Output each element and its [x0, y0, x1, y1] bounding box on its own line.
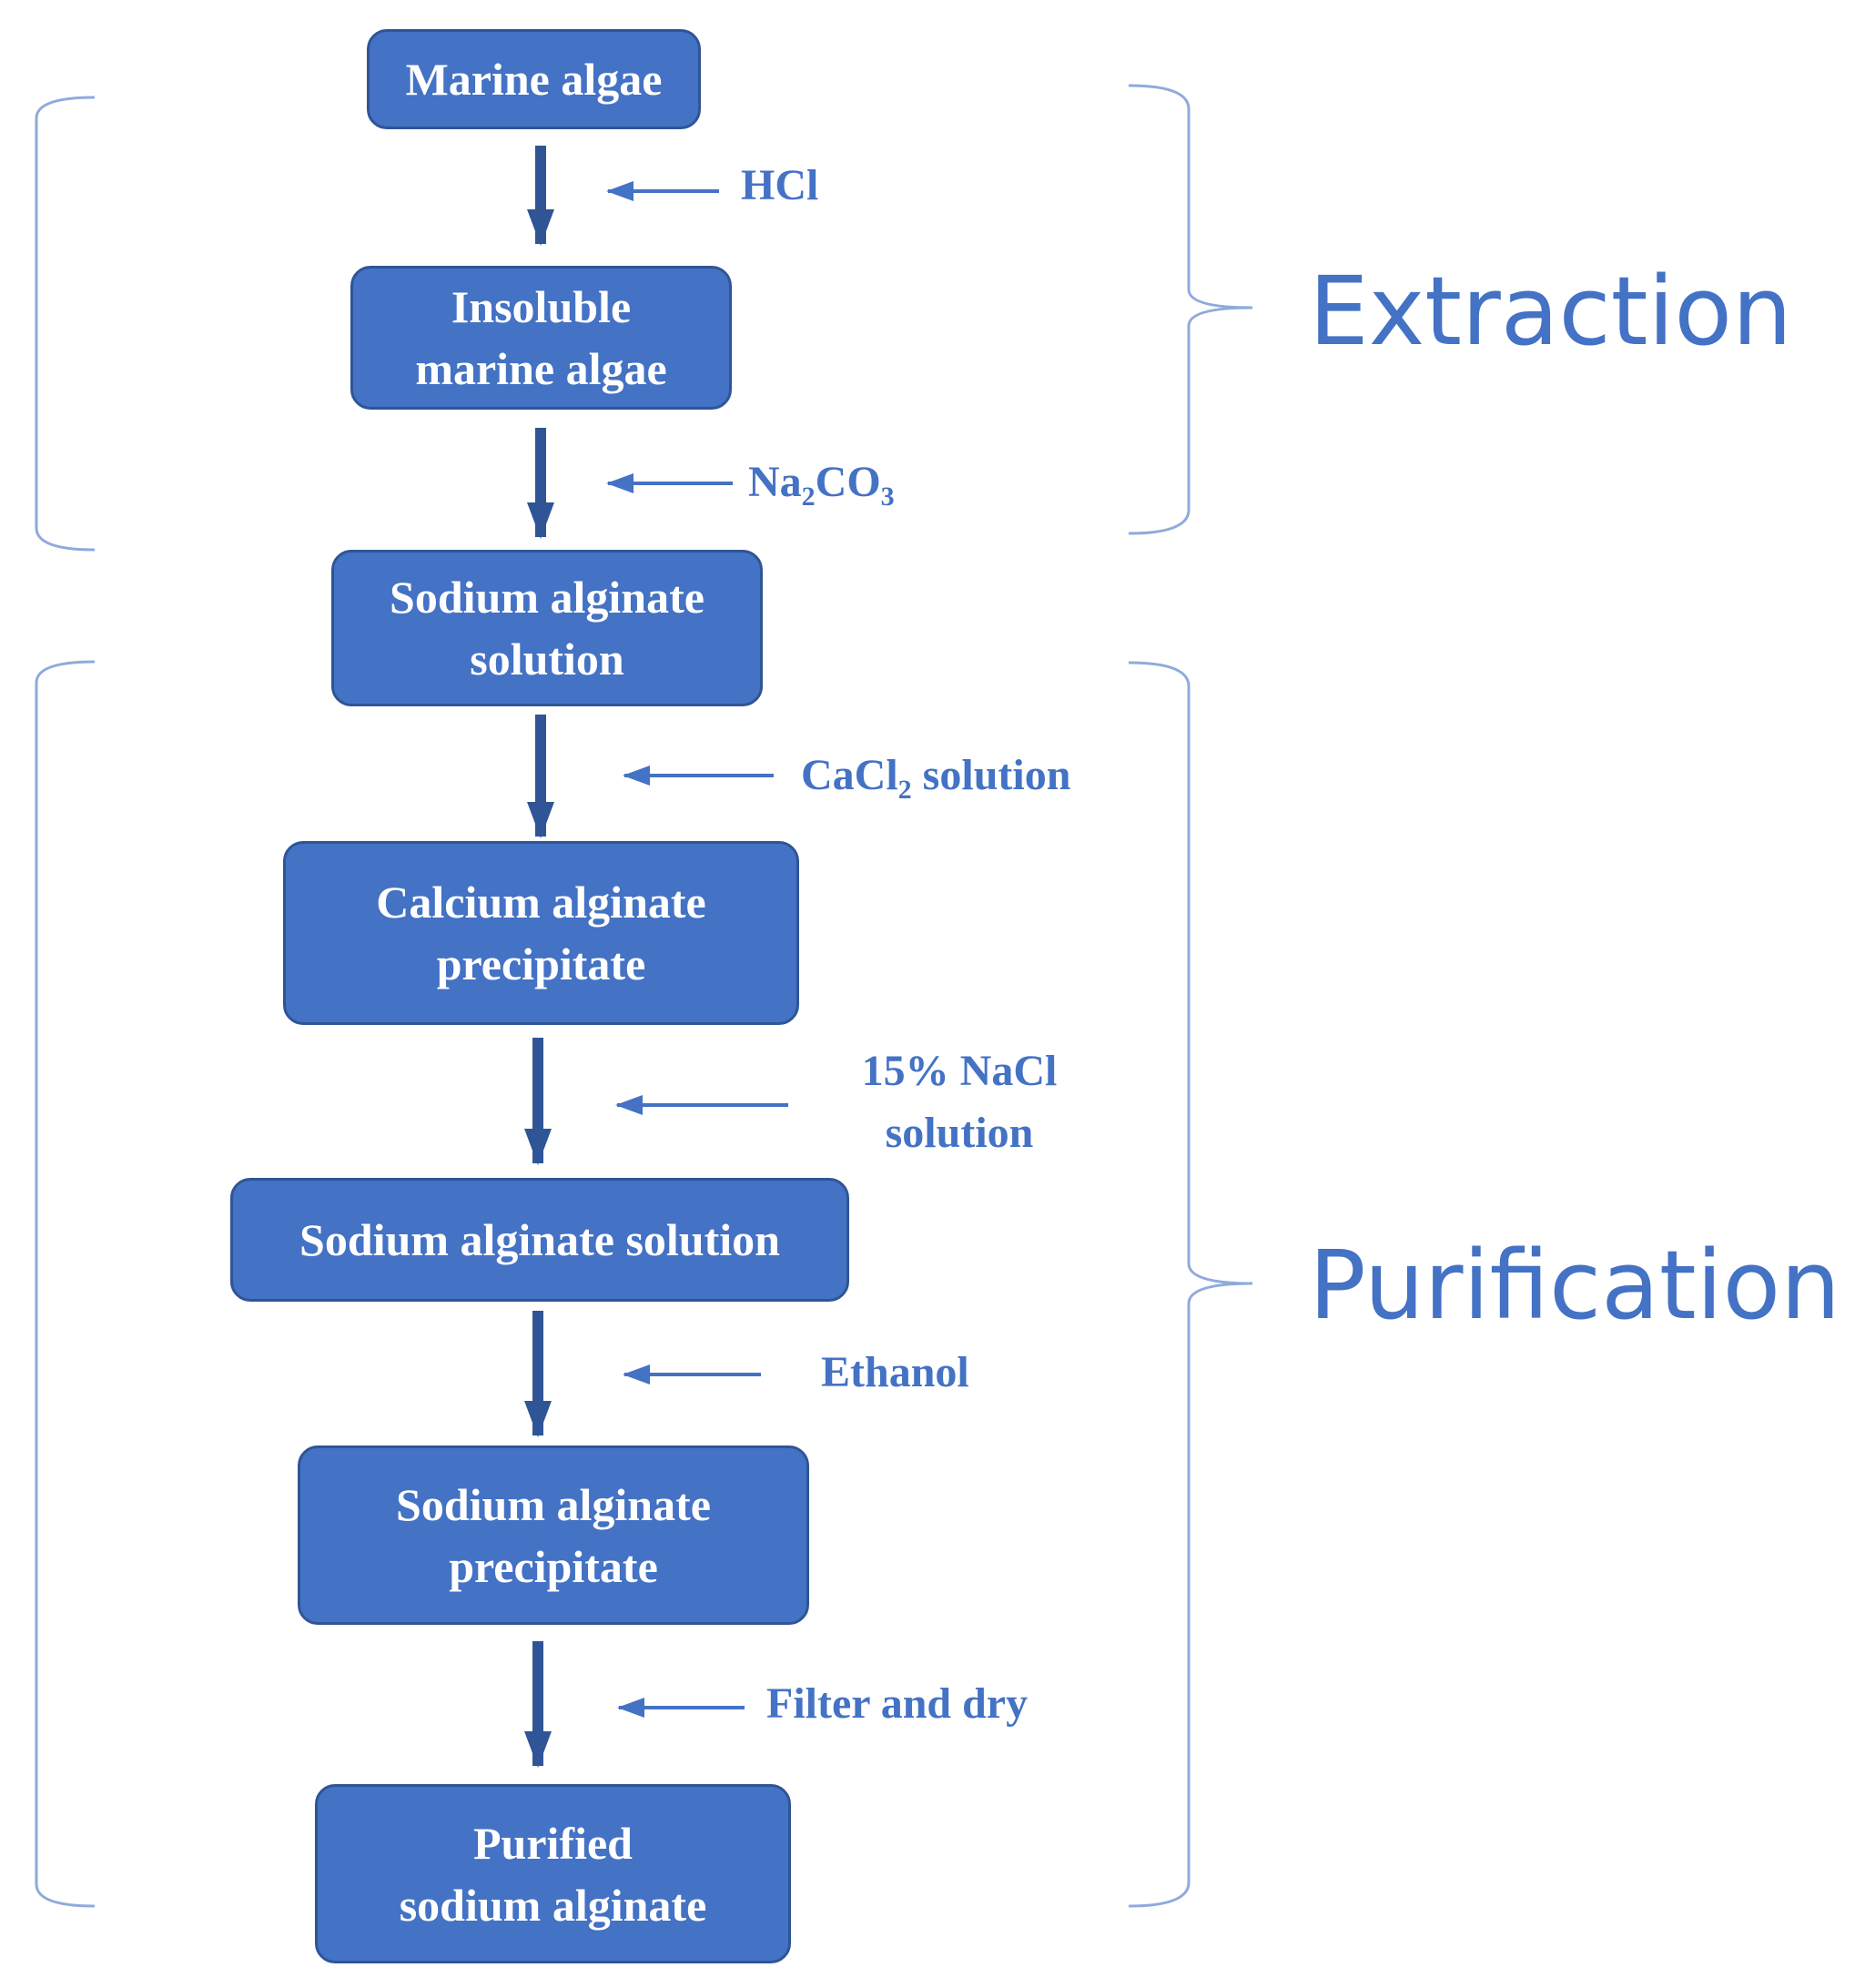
reagent-na2co3-sub-2: 3: [880, 482, 895, 512]
step-sodium-alginate-precipitate-text: Sodium alginate precipitate: [396, 1474, 711, 1598]
reagent-filter-and-dry: Filter and dry: [766, 1679, 1029, 1728]
reagent-na2co3: Na2CO3: [748, 451, 895, 513]
step-sodium-alginate-precipitate: Sodium alginate precipitate: [298, 1445, 809, 1625]
step-sodium-alginate-solution-2: Sodium alginate solution: [230, 1178, 849, 1302]
reagent-na2co3-part-1: Na: [748, 458, 802, 506]
step-marine-algae-line-1: Marine algae: [405, 54, 663, 105]
step-sodium-alginate-solution-text: Sodium alginate solution: [390, 566, 704, 690]
purification-right-brace: [1128, 661, 1253, 1908]
step-purified-sodium-alginate-line-1: Purified: [473, 1817, 633, 1869]
step-sodium-alginate-precipitate-line-2: precipitate: [449, 1540, 658, 1592]
step-purified-sodium-alginate-line-2: sodium alginate: [399, 1879, 707, 1931]
reagent-cacl2-sub-1: 2: [897, 775, 912, 805]
step-calcium-alginate-precipitate-text: Calcium alginate precipitate: [376, 871, 705, 995]
reagent-nacl: 15% NaCl solution: [823, 1040, 1096, 1164]
step-sodium-alginate-solution-2-text: Sodium alginate solution: [299, 1209, 780, 1271]
reagent-na2co3-part-2: CO: [815, 458, 881, 506]
step-sodium-alginate-precipitate-line-1: Sodium alginate: [396, 1478, 711, 1530]
step-calcium-alginate-precipitate-line-2: precipitate: [436, 938, 646, 989]
step-insoluble-marine-algae: Insoluble marine algae: [350, 266, 732, 410]
step-marine-algae: Marine algae: [367, 29, 701, 129]
purification-left-bracket: [35, 660, 96, 1908]
extraction-right-brace: [1128, 84, 1253, 535]
step-insoluble-marine-algae-line-1: Insoluble: [451, 281, 632, 332]
phase-extraction-label: Extraction: [1309, 256, 1792, 367]
phase-purification-label: Purification: [1309, 1230, 1841, 1341]
reagent-cacl2: CaCl2 solution: [801, 745, 1070, 806]
reagent-cacl2-part-1: CaCl: [801, 751, 898, 799]
step-purified-sodium-alginate: Purified sodium alginate: [315, 1784, 791, 1963]
step-sodium-alginate-solution: Sodium alginate solution: [331, 550, 763, 706]
reagent-nacl-line-2: solution: [885, 1109, 1034, 1157]
step-marine-algae-text: Marine algae: [406, 48, 663, 110]
reagent-cacl2-part-2: solution: [911, 751, 1071, 799]
reagent-hcl: HCl: [741, 161, 819, 209]
step-insoluble-marine-algae-text: Insoluble marine algae: [415, 276, 666, 400]
reagent-ethanol: Ethanol: [821, 1348, 969, 1396]
extraction-left-bracket: [35, 96, 96, 552]
step-purified-sodium-alginate-text: Purified sodium alginate: [400, 1812, 707, 1936]
step-insoluble-marine-algae-line-2: marine algae: [415, 343, 667, 394]
step-sodium-alginate-solution-line-2: solution: [470, 634, 624, 685]
reagent-na2co3-sub-1: 2: [801, 482, 816, 512]
step-calcium-alginate-precipitate-line-1: Calcium alginate: [376, 877, 706, 928]
reagent-nacl-line-1: 15% NaCl: [861, 1047, 1058, 1095]
step-calcium-alginate-precipitate: Calcium alginate precipitate: [283, 841, 799, 1025]
step-sodium-alginate-solution-line-1: Sodium alginate: [390, 572, 704, 623]
step-sodium-alginate-solution-2-line-1: Sodium alginate solution: [299, 1214, 780, 1265]
